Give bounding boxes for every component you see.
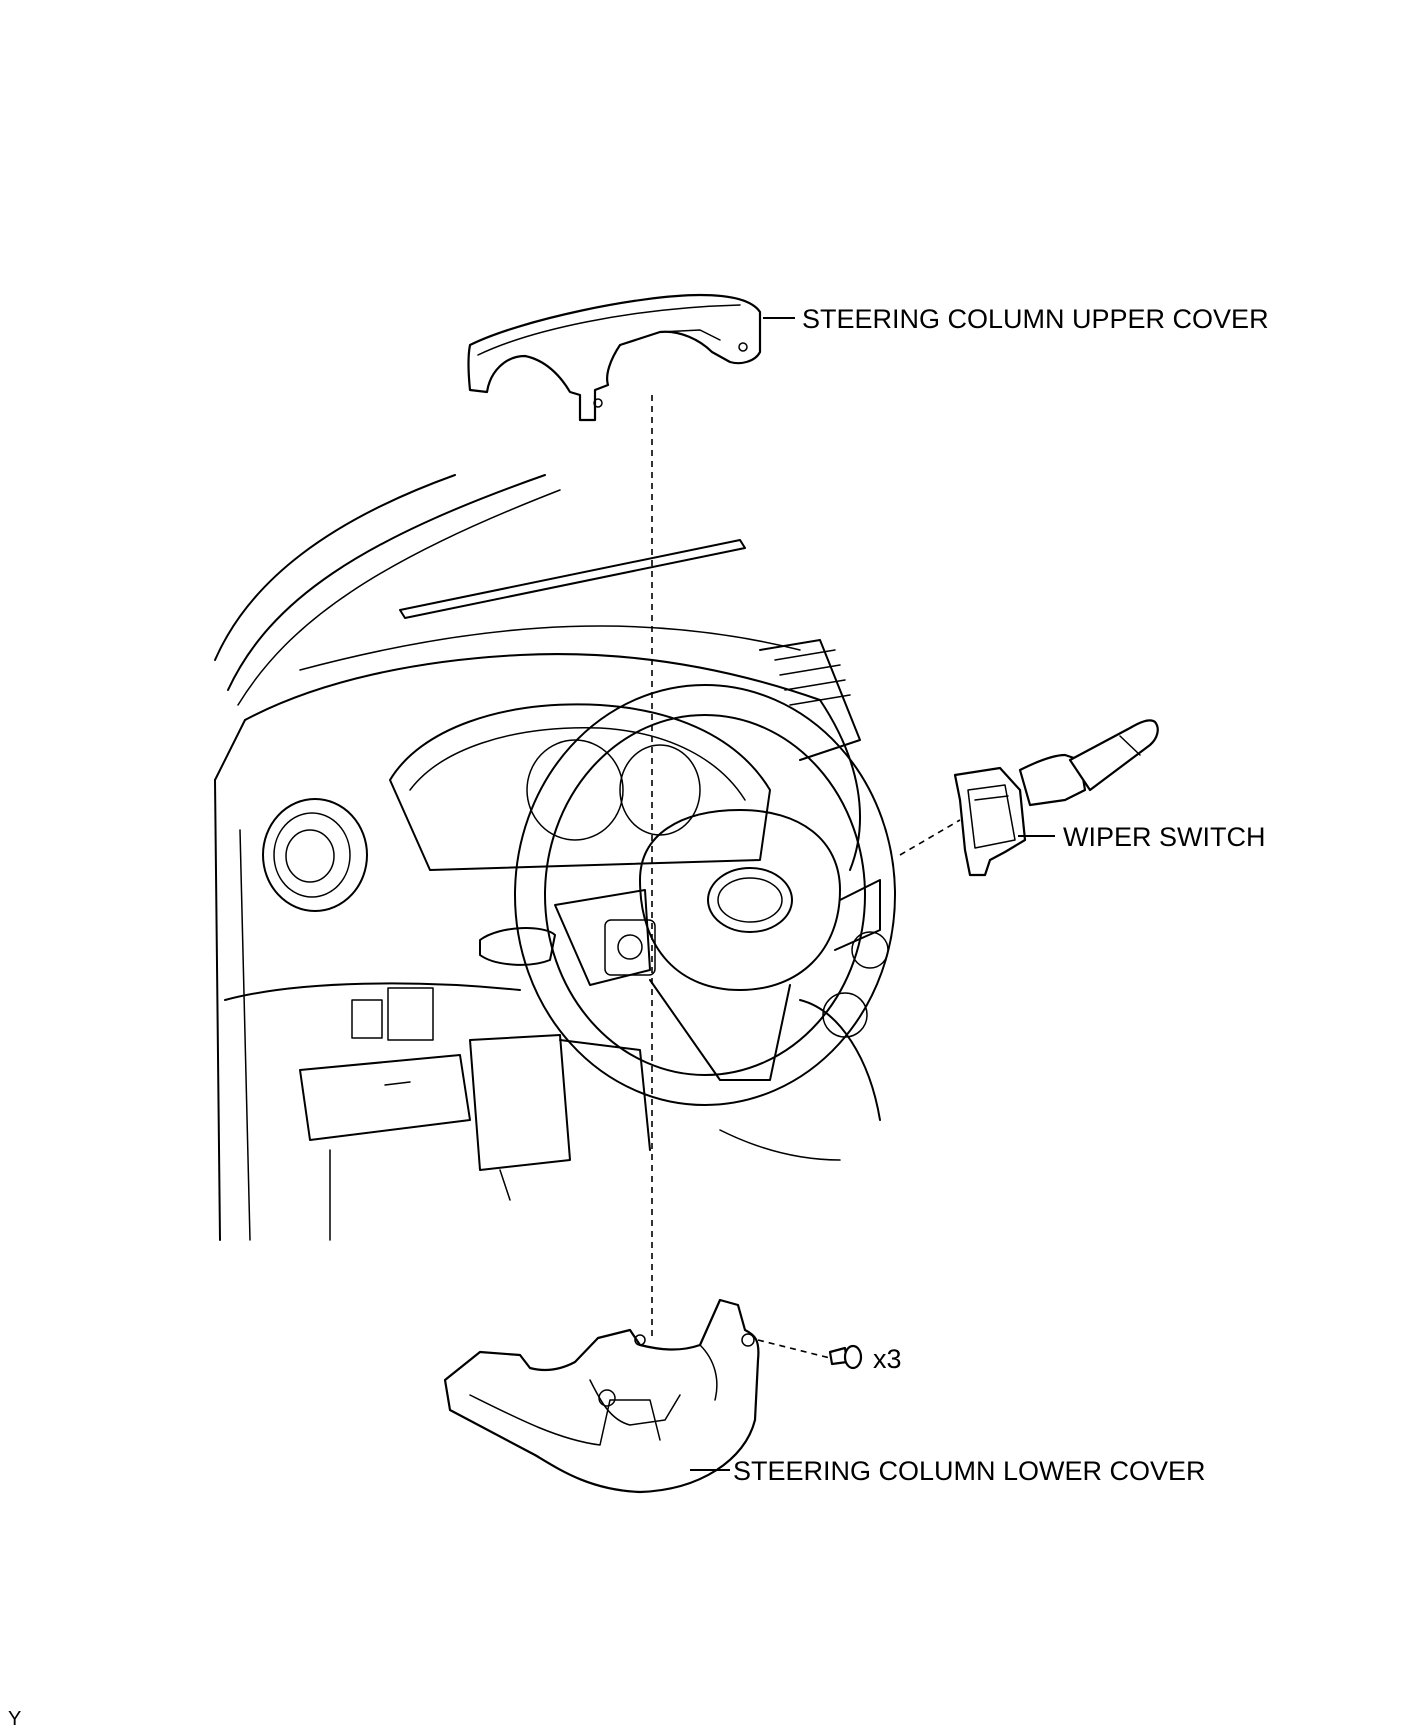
screw-quantity-label: x3	[873, 1344, 902, 1374]
upper-cover-label: STEERING COLUMN UPPER COVER	[802, 304, 1269, 334]
steering-column-lower-cover-icon	[443, 1298, 760, 1494]
dashboard-steering-wheel-icon	[214, 474, 896, 1241]
screw-install-line	[757, 1339, 831, 1359]
wiper-install-line	[899, 819, 961, 856]
steering-column-upper-cover-icon	[467, 293, 762, 422]
wiper-switch-label: WIPER SWITCH	[1063, 822, 1266, 852]
screw-icon	[828, 1344, 863, 1370]
lower-cover-label: STEERING COLUMN LOWER COVER	[733, 1456, 1206, 1486]
figure-code: Y	[8, 1708, 21, 1730]
wiper-switch-icon	[953, 719, 1159, 877]
